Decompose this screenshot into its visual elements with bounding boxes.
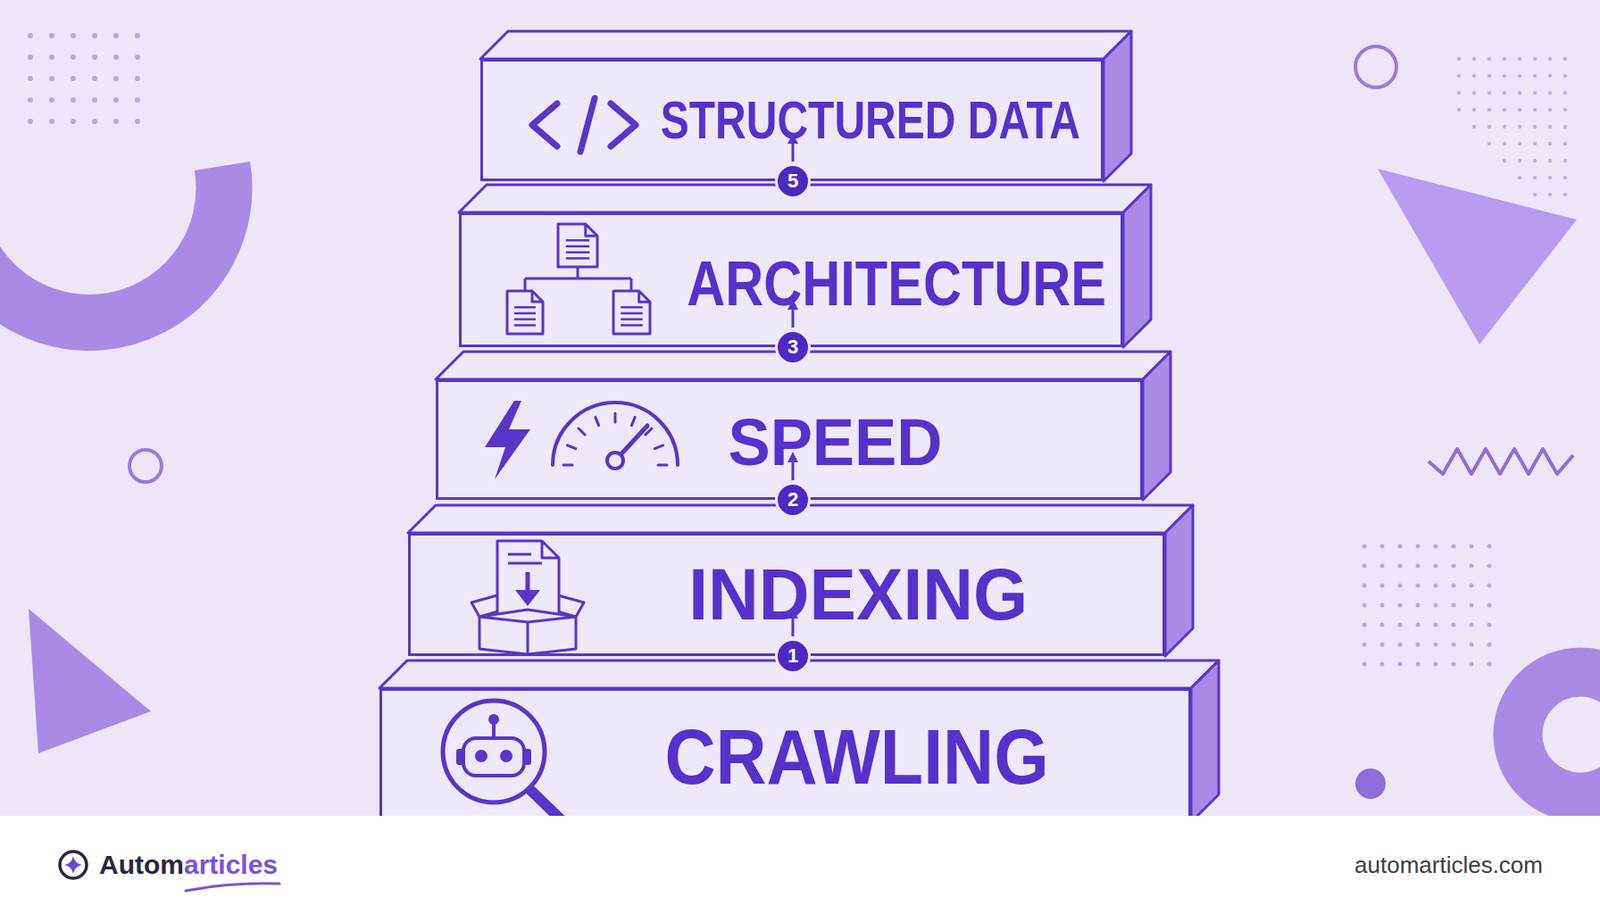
logo-icon — [55, 847, 92, 884]
block-top-face — [480, 31, 1132, 59]
underline-swoosh — [182, 878, 284, 897]
step-block: ARCHITECTURE — [458, 212, 1124, 348]
zigzag-decor — [1428, 449, 1574, 475]
triangle-decor — [1377, 168, 1577, 345]
callout-number: 1 — [775, 638, 811, 675]
block-side-face — [1123, 184, 1151, 348]
step-title: STRUCTURED DATA — [660, 93, 1081, 148]
block-side-face — [1103, 31, 1132, 182]
block-side-face — [1165, 505, 1193, 657]
callout-number: 5 — [775, 163, 811, 200]
dot-decor — [1355, 768, 1386, 800]
step-block: INDEXING — [408, 533, 1166, 657]
step-title: CRAWLING — [665, 717, 1050, 797]
step-title: SPEED — [727, 409, 942, 476]
block-side-face — [1142, 351, 1171, 500]
brand-accent: articles — [183, 850, 278, 881]
callout-number: 3 — [775, 329, 811, 366]
step-block: CRAWLING — [379, 688, 1192, 823]
arc-decor — [0, 166, 225, 323]
footer-bar: Automarticles automarticles.com — [0, 816, 1600, 914]
triangle-decor — [28, 608, 151, 754]
step-title: ARCHITECTURE — [686, 252, 1107, 316]
arc-decor — [1517, 672, 1600, 798]
brand-name: Automarticles — [99, 850, 278, 881]
block-side-face — [1191, 660, 1219, 823]
ring-decor — [129, 450, 162, 483]
step-title: INDEXING — [688, 558, 1028, 632]
callout-number: 2 — [775, 482, 811, 518]
site-url: automarticles.com — [1354, 851, 1543, 880]
brand-part: Autom — [99, 850, 184, 881]
ring-decor — [1355, 46, 1397, 88]
